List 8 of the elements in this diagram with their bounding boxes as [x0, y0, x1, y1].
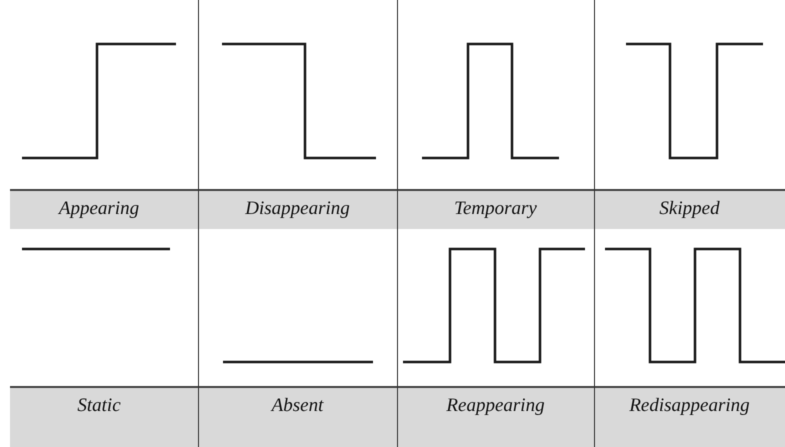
waveform-label: Absent [272, 394, 324, 418]
waveform-label: Reappearing [446, 394, 545, 418]
waveform-label: Static [77, 394, 121, 418]
waveform-label: Appearing [58, 197, 140, 221]
waveform-label: Temporary [454, 197, 537, 221]
waveform-label: Redisappearing [629, 394, 750, 418]
waveform-label: Disappearing [245, 197, 350, 221]
waveform-label: Skipped [659, 197, 720, 221]
